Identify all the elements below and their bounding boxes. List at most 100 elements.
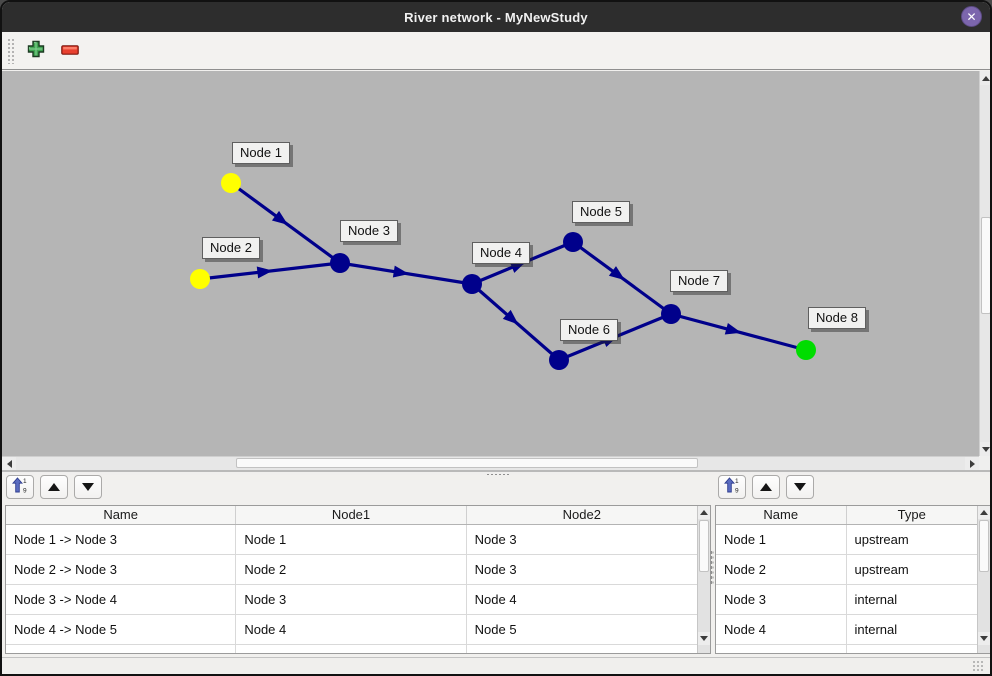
canvas-vertical-scrollbar[interactable] (979, 71, 990, 456)
remove-node-button[interactable] (57, 38, 83, 64)
add-node-button[interactable] (23, 38, 49, 64)
node-label[interactable]: Node 3 (340, 220, 398, 242)
table-row-partial (716, 645, 977, 653)
vertical-scroll-thumb[interactable] (981, 217, 990, 314)
resize-grip-icon[interactable] (972, 660, 985, 673)
vertical-scroll-thumb[interactable] (979, 520, 989, 572)
table-cell[interactable]: internal (854, 592, 898, 607)
node[interactable] (563, 232, 583, 252)
move-up-button[interactable] (40, 475, 68, 499)
table-cell[interactable]: internal (854, 622, 898, 637)
toolbar-drag-handle[interactable] (7, 37, 15, 64)
scroll-right-button[interactable] (965, 457, 979, 470)
column-header[interactable]: Node2 (562, 507, 601, 522)
table-cell[interactable]: Node 3 (716, 585, 847, 614)
table-cell[interactable]: upstream (854, 562, 909, 577)
node[interactable] (796, 340, 816, 360)
table-cell[interactable]: Node 2 (716, 555, 847, 584)
scroll-down-button[interactable] (978, 632, 990, 645)
node[interactable] (462, 274, 482, 294)
arrow-up-icon (760, 483, 772, 491)
sort-button[interactable]: 1 9 (6, 475, 34, 499)
node[interactable] (549, 350, 569, 370)
arrow-up-icon (700, 510, 708, 515)
node[interactable] (661, 304, 681, 324)
edge-arrow-icon (608, 266, 625, 281)
edge-arrow-icon (502, 309, 519, 325)
table-row[interactable]: Node 4 internal (716, 615, 977, 645)
scroll-left-button[interactable] (2, 457, 16, 470)
node[interactable] (221, 173, 241, 193)
vertical-scroll-thumb[interactable] (699, 520, 709, 572)
table-cell[interactable]: Node 1 (716, 525, 847, 554)
node[interactable] (190, 269, 210, 289)
splitter-grip-icon (486, 473, 510, 476)
network-canvas[interactable]: Node 1 Node 2 Node 3 Node 4 Node 5 Node 6 Node… (2, 71, 979, 456)
arrow-down-icon (982, 446, 990, 452)
column-header[interactable]: Node1 (236, 506, 467, 524)
scroll-down-button[interactable] (980, 442, 990, 456)
table-cell[interactable]: Node 4 -> Node 5 (6, 615, 237, 644)
arrow-down-icon (794, 483, 806, 491)
node-label[interactable]: Node 5 (572, 201, 630, 223)
close-button[interactable]: ✕ (961, 6, 982, 27)
node[interactable] (330, 253, 350, 273)
node-label[interactable]: Node 2 (202, 237, 260, 259)
move-up-button[interactable] (752, 475, 780, 499)
table-cell[interactable]: Node 1 (236, 525, 467, 554)
table-cell[interactable]: Node 5 (474, 622, 517, 637)
table-cell[interactable]: Node 3 (236, 585, 467, 614)
table-cell[interactable]: Node 4 (474, 592, 517, 607)
svg-text:1: 1 (23, 478, 27, 485)
node-label[interactable]: Node 6 (560, 319, 618, 341)
scroll-up-button[interactable] (978, 506, 990, 519)
node-label[interactable]: Node 4 (472, 242, 530, 264)
column-header[interactable]: Name (716, 506, 847, 524)
table-cell[interactable]: Node 3 (474, 562, 517, 577)
scroll-down-button[interactable] (698, 632, 710, 645)
window-title: River network - MyNewStudy (404, 9, 588, 25)
arrow-up-icon (982, 75, 990, 81)
table-cell[interactable]: Node 3 -> Node 4 (6, 585, 237, 614)
edge-arrow-icon (509, 261, 527, 273)
sort-ascending-icon: 1 9 (723, 477, 741, 497)
svg-text:1: 1 (735, 478, 739, 485)
table-row[interactable]: Node 2 upstream (716, 555, 977, 585)
scroll-up-button[interactable] (980, 71, 990, 85)
nodes-table-scrollbar[interactable] (977, 506, 990, 653)
table-cell[interactable]: Node 2 -> Node 3 (6, 555, 237, 584)
node-label[interactable]: Node 8 (808, 307, 866, 329)
arrow-down-icon (980, 636, 988, 641)
column-header[interactable]: Name (6, 506, 237, 524)
move-down-button[interactable] (786, 475, 814, 499)
canvas-horizontal-scrollbar[interactable] (2, 456, 979, 470)
table-cell[interactable]: Node 4 (716, 615, 847, 644)
table-cell[interactable]: upstream (854, 532, 909, 547)
table-row[interactable]: Node 3 internal (716, 585, 977, 615)
titlebar[interactable]: River network - MyNewStudy ✕ (2, 2, 990, 32)
table-row[interactable]: Node 1 upstream (716, 525, 977, 555)
vertical-splitter[interactable] (710, 550, 714, 584)
table-cell[interactable]: Node 4 (236, 615, 467, 644)
node-label[interactable]: Node 7 (670, 270, 728, 292)
sort-button[interactable]: 1 9 (718, 475, 746, 499)
minus-icon (61, 43, 79, 58)
main-toolbar (2, 32, 990, 70)
column-header[interactable]: Type (897, 507, 926, 522)
horizontal-splitter[interactable] (2, 470, 990, 476)
branches-table-scrollbar[interactable] (697, 506, 710, 653)
table-cell[interactable]: Node 3 (474, 532, 517, 547)
table-cell[interactable]: Node 2 (236, 555, 467, 584)
scroll-up-button[interactable] (698, 506, 710, 519)
move-down-button[interactable] (74, 475, 102, 499)
table-cell[interactable]: Node 1 -> Node 3 (6, 525, 237, 554)
node-label[interactable]: Node 1 (232, 142, 290, 164)
status-bar (2, 657, 990, 674)
horizontal-scroll-thumb[interactable] (236, 458, 698, 468)
